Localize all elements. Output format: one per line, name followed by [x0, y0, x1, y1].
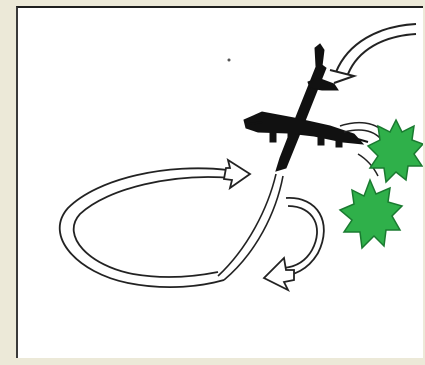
diagram-canvas [16, 6, 423, 358]
flight-path-trails [218, 174, 283, 280]
loop-arrow-left [60, 160, 250, 287]
airplane-icon [244, 44, 368, 171]
speck [228, 59, 231, 62]
top-curved-arrow [330, 24, 416, 83]
impact-burst-icon [340, 180, 402, 248]
diagram-illustration [18, 8, 423, 358]
